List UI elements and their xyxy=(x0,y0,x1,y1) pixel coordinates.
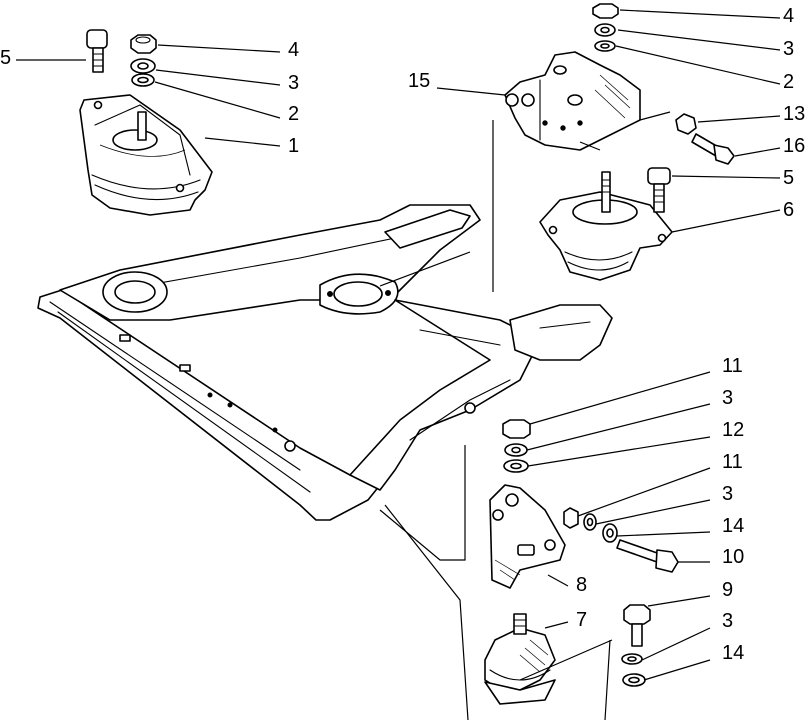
callout-3-top-right: 3 xyxy=(783,38,794,60)
callout-9: 9 xyxy=(722,579,733,601)
engine-mount-7 xyxy=(484,613,556,705)
nut-11-a xyxy=(502,419,531,439)
callout-4-top-left: 4 xyxy=(288,39,299,61)
callout-5-left: 5 xyxy=(0,47,11,69)
engine-mount-1 xyxy=(79,94,213,216)
bolt-5-right xyxy=(647,167,671,213)
bolt-5-left xyxy=(86,29,108,73)
nut-13 xyxy=(675,113,697,135)
leader-lines xyxy=(16,9,781,720)
washer-3-mid-b xyxy=(583,513,597,531)
subframe-crossmember xyxy=(37,204,613,521)
callout-11-a: 11 xyxy=(722,355,743,377)
bracket-15 xyxy=(504,51,641,151)
washer-3-left xyxy=(130,58,156,74)
callout-14-a: 14 xyxy=(722,515,744,537)
callout-15: 15 xyxy=(408,70,430,92)
callout-16: 16 xyxy=(783,135,805,157)
callout-4-top-right: 4 xyxy=(783,5,794,27)
callout-3-mid-a: 3 xyxy=(722,387,733,409)
nut-4-right xyxy=(592,3,619,19)
callout-12: 12 xyxy=(722,419,744,441)
callout-10: 10 xyxy=(722,546,744,568)
washer-2-left xyxy=(131,73,155,87)
washer-3-mid-a xyxy=(504,443,528,457)
callout-13: 13 xyxy=(783,103,805,125)
washer-3-right xyxy=(594,23,616,37)
callout-3-bottom: 3 xyxy=(722,610,733,632)
bolt-10 xyxy=(616,539,679,573)
callout-8: 8 xyxy=(576,574,587,596)
callout-3-top-left: 3 xyxy=(288,72,299,94)
callout-1: 1 xyxy=(288,135,299,157)
callout-2-top-right: 2 xyxy=(783,71,794,93)
bolt-9 xyxy=(623,604,651,647)
nut-4-left xyxy=(130,34,157,54)
washer-3-bottom xyxy=(621,653,643,665)
callout-6: 6 xyxy=(783,199,794,221)
washer-14-b xyxy=(622,673,646,687)
callout-7: 7 xyxy=(576,609,587,631)
washer-14-a xyxy=(602,523,618,543)
callout-2-top-left: 2 xyxy=(288,103,299,125)
callout-5-right: 5 xyxy=(783,167,794,189)
nut-11-b xyxy=(563,507,579,529)
washer-12 xyxy=(503,459,529,473)
washer-2-right xyxy=(594,40,616,52)
callout-11-b: 11 xyxy=(722,451,743,473)
callout-labels: 5 4 3 2 1 15 4 3 2 13 16 5 6 11 3 12 11 … xyxy=(0,5,805,664)
callout-14-b: 14 xyxy=(722,642,744,664)
bolt-16 xyxy=(691,133,735,165)
engine-mount-6 xyxy=(539,171,673,281)
bracket-8 xyxy=(489,484,566,589)
callout-3-mid-b: 3 xyxy=(722,483,733,505)
